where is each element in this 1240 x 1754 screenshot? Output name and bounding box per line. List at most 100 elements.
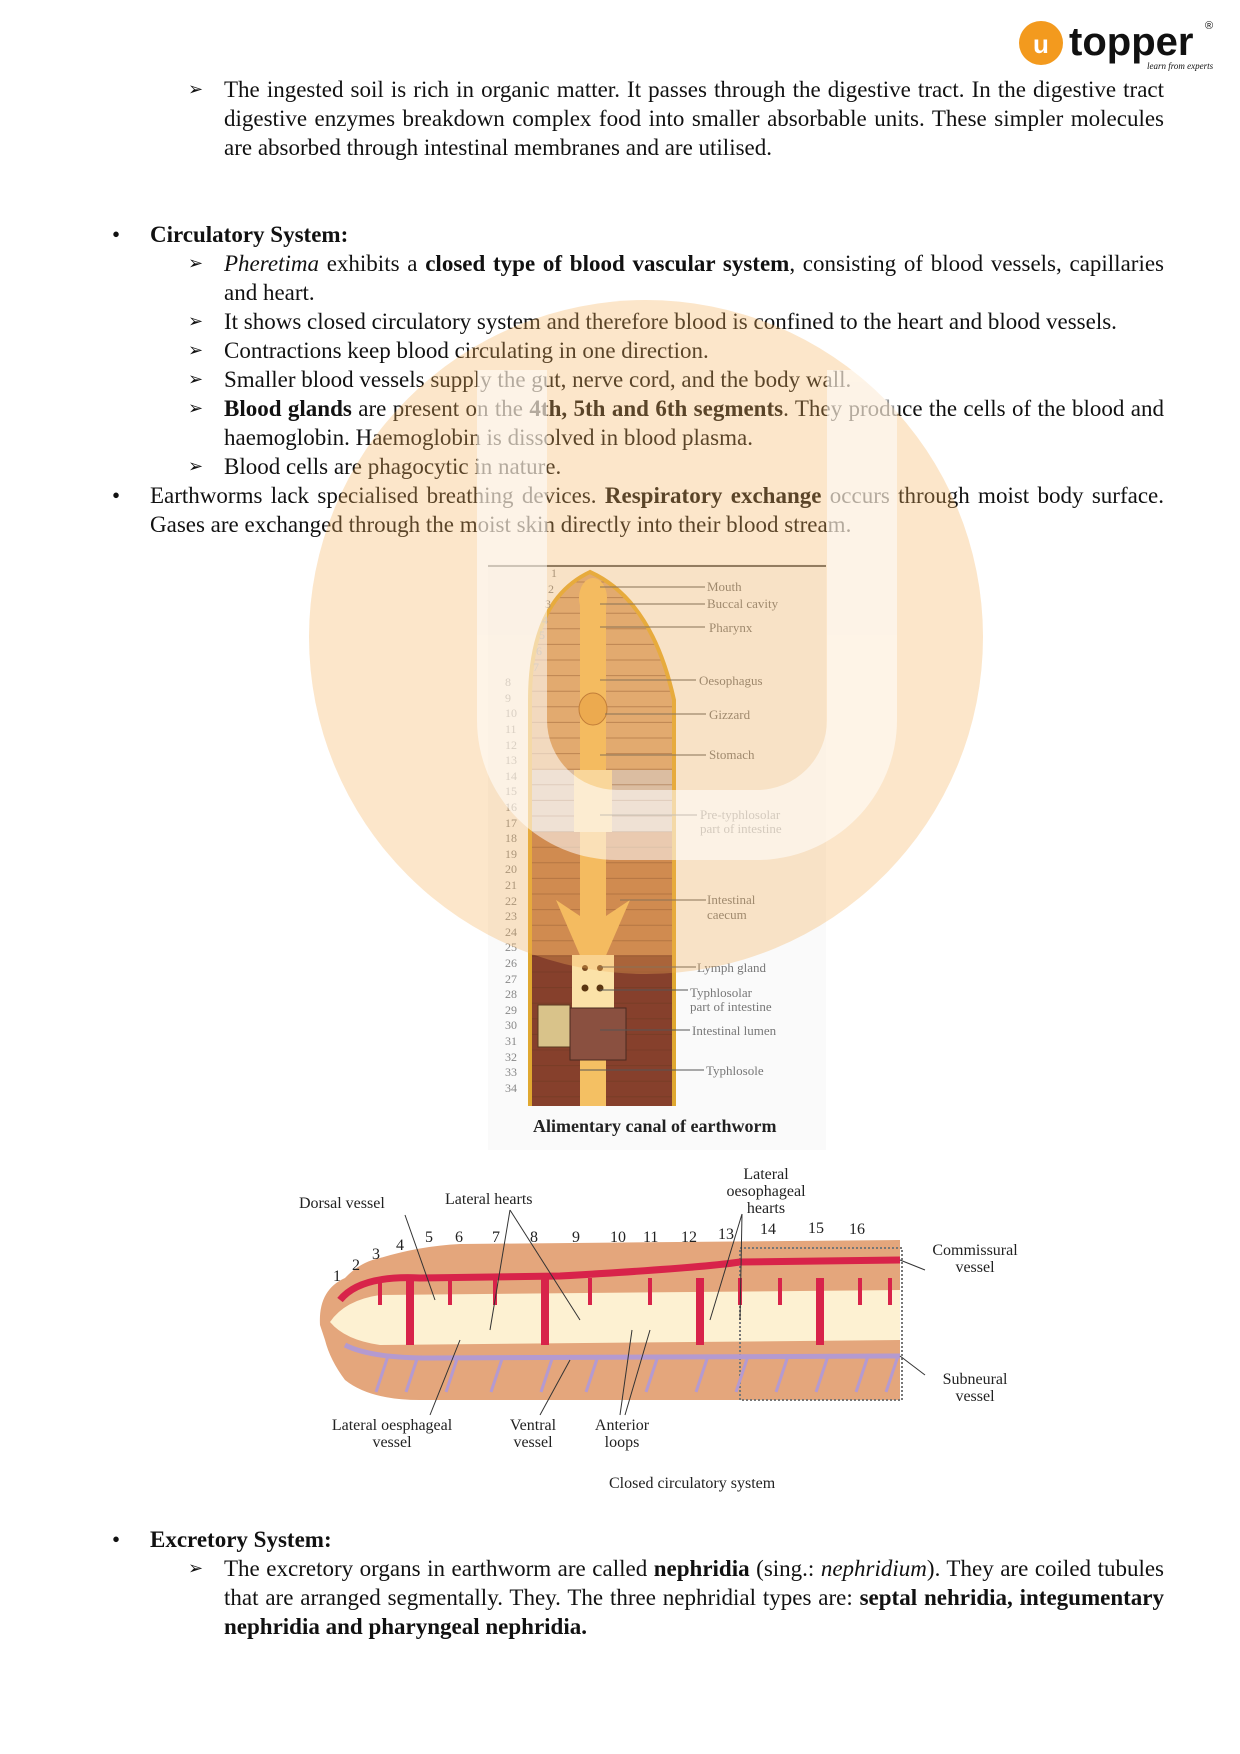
label-mouth: Mouth bbox=[707, 579, 742, 594]
bold-term: Blood glands bbox=[224, 396, 352, 421]
label-pre-typhlosolar-2: part of intestine bbox=[700, 821, 782, 836]
bullet-icon: • bbox=[112, 1527, 121, 1552]
label-intestinal-caecum: Intestinal bbox=[707, 892, 756, 907]
segment-number: 8 bbox=[530, 1229, 538, 1246]
ventral-branch bbox=[489, 1355, 505, 1393]
arrow-bullet-icon: ➢ bbox=[188, 311, 204, 332]
segment-number: 13 bbox=[505, 753, 517, 768]
segment-number: 24 bbox=[505, 924, 517, 939]
arrow-bullet-icon: ➢ bbox=[188, 340, 204, 361]
label-line: loops bbox=[604, 1434, 640, 1451]
bold-term: Respiratory exchange bbox=[604, 483, 822, 508]
label-line: oesophageal bbox=[726, 1183, 806, 1200]
bullet-icon: • bbox=[112, 222, 121, 247]
segment-number: 27 bbox=[505, 971, 517, 986]
bold-term: nephridia bbox=[653, 1556, 750, 1581]
ventral-branch bbox=[734, 1355, 750, 1393]
fig1-caption: Alimentary canal of earthworm bbox=[533, 1116, 777, 1136]
label-line: Subneural bbox=[942, 1371, 1008, 1388]
segment-number: 2 bbox=[352, 1257, 360, 1274]
label-subneural-vessel: Subneural vessel bbox=[925, 1371, 1025, 1405]
segment-number: 11 bbox=[505, 722, 517, 736]
label-line: Anterior bbox=[594, 1417, 650, 1434]
segment-number: 9 bbox=[572, 1229, 580, 1246]
segment-number: 14 bbox=[505, 768, 517, 783]
segment-number: 31 bbox=[505, 1034, 517, 1048]
list-item: It shows closed circulatory system and t… bbox=[224, 309, 1117, 334]
segment-number: 29 bbox=[505, 1002, 517, 1017]
arrow-bullet-icon: ➢ bbox=[188, 456, 204, 477]
segment-number: 18 bbox=[505, 831, 517, 846]
label-lymph-gland: Lymph gland bbox=[697, 960, 766, 975]
segment-number: 2 bbox=[548, 581, 554, 596]
segment-number: 4 bbox=[542, 612, 548, 627]
segment-number: 10 bbox=[610, 1229, 626, 1246]
label-anterior-loops: Anterior loops bbox=[582, 1417, 662, 1451]
label-gizzard: Gizzard bbox=[709, 707, 751, 722]
svg-text:®: ® bbox=[1205, 20, 1213, 32]
label-stomach: Stomach bbox=[709, 747, 755, 762]
arrow-bullet-icon: ➢ bbox=[188, 79, 204, 100]
label-intestinal-lumen: Intestinal lumen bbox=[692, 1023, 777, 1038]
ventral-branch bbox=[374, 1355, 390, 1393]
segment-number: 17 bbox=[505, 815, 517, 830]
topper-logo-mark: u topper ® learn from experts bbox=[1019, 20, 1214, 71]
label-line: Ventral bbox=[509, 1417, 557, 1434]
label-pre-typhlosolar: Pre-typhlosolar bbox=[700, 807, 781, 822]
segment-number: 21 bbox=[505, 878, 517, 892]
label-commissural-vessel: Commissural vessel bbox=[925, 1242, 1025, 1276]
segment-number: 1 bbox=[333, 1268, 341, 1285]
circulatory-system-diagram bbox=[319, 1209, 926, 1416]
bold-term: 4th, 5th and 6th segments bbox=[529, 396, 784, 421]
segment-number: 1 bbox=[551, 566, 557, 580]
label-line: Lateral oesphageal bbox=[331, 1417, 453, 1434]
segment-number: 7 bbox=[492, 1229, 500, 1246]
bold-term: closed type of blood vascular system bbox=[425, 251, 790, 276]
label-intestinal-caecum-2: caecum bbox=[707, 907, 747, 922]
list-item: Pheretima exhibits a closed type of bloo… bbox=[224, 249, 1164, 307]
fig2-caption: Closed circulatory system bbox=[609, 1475, 776, 1492]
label-buccal-cavity: Buccal cavity bbox=[707, 596, 779, 611]
ventral-branch bbox=[539, 1355, 555, 1393]
intro-section: ➢ The ingested soil is rich in organic m… bbox=[0, 75, 1240, 162]
arrow-bullet-icon: ➢ bbox=[188, 398, 204, 419]
bold-term: septal nehridia, integumentary nephridia… bbox=[224, 1585, 1164, 1639]
label-line: Lateral bbox=[743, 1166, 789, 1183]
excretory-section: • Excretory System: ➢ The excretory orga… bbox=[0, 1525, 1240, 1641]
segment-number: 6 bbox=[455, 1229, 463, 1246]
ventral-branch bbox=[694, 1355, 710, 1393]
arrow-bullet-icon: ➢ bbox=[188, 1558, 204, 1579]
intro-text: The ingested soil is rich in organic mat… bbox=[224, 77, 1164, 160]
segment-number: 9 bbox=[505, 690, 511, 705]
arrow-bullet-icon: ➢ bbox=[188, 369, 204, 390]
segment-number: 10 bbox=[505, 706, 517, 721]
label-line: vessel bbox=[513, 1434, 553, 1451]
segment-number: 30 bbox=[505, 1018, 517, 1033]
ventral-branch bbox=[854, 1355, 870, 1393]
segment-number: 12 bbox=[505, 737, 517, 752]
text: The excretory organs in earthworm are ca… bbox=[224, 1556, 654, 1581]
label-dorsal-vessel: Dorsal vessel bbox=[299, 1195, 385, 1212]
segment-number: 32 bbox=[505, 1049, 517, 1064]
ventral-branch bbox=[644, 1355, 660, 1393]
svg-text:topper: topper bbox=[1069, 20, 1193, 64]
list-item: The excretory organs in earthworm are ca… bbox=[224, 1554, 1164, 1641]
text: (sing.: bbox=[749, 1556, 821, 1581]
segment-number: 33 bbox=[505, 1065, 517, 1080]
segment-number: 7 bbox=[533, 659, 539, 674]
label-pharynx: Pharynx bbox=[709, 620, 753, 635]
segment-number: 6 bbox=[536, 644, 542, 658]
arrow-bullet-icon: ➢ bbox=[188, 253, 204, 274]
list-item: Contractions keep blood circulating in o… bbox=[224, 338, 709, 363]
label-line: Commissural bbox=[932, 1242, 1018, 1259]
segment-number: 25 bbox=[505, 940, 517, 955]
label-typhlosolar-2: part of intestine bbox=[690, 999, 772, 1014]
segment-number: 20 bbox=[505, 862, 517, 877]
segment-number: 34 bbox=[505, 1080, 517, 1095]
segment-number: 14 bbox=[760, 1221, 776, 1238]
segment-number: 22 bbox=[505, 893, 517, 908]
label-line: vessel bbox=[955, 1259, 995, 1276]
segment-number: 23 bbox=[505, 909, 517, 924]
topper-logo: u topper ® learn from experts bbox=[1017, 17, 1217, 77]
label-lateral-hearts: Lateral hearts bbox=[445, 1191, 533, 1208]
